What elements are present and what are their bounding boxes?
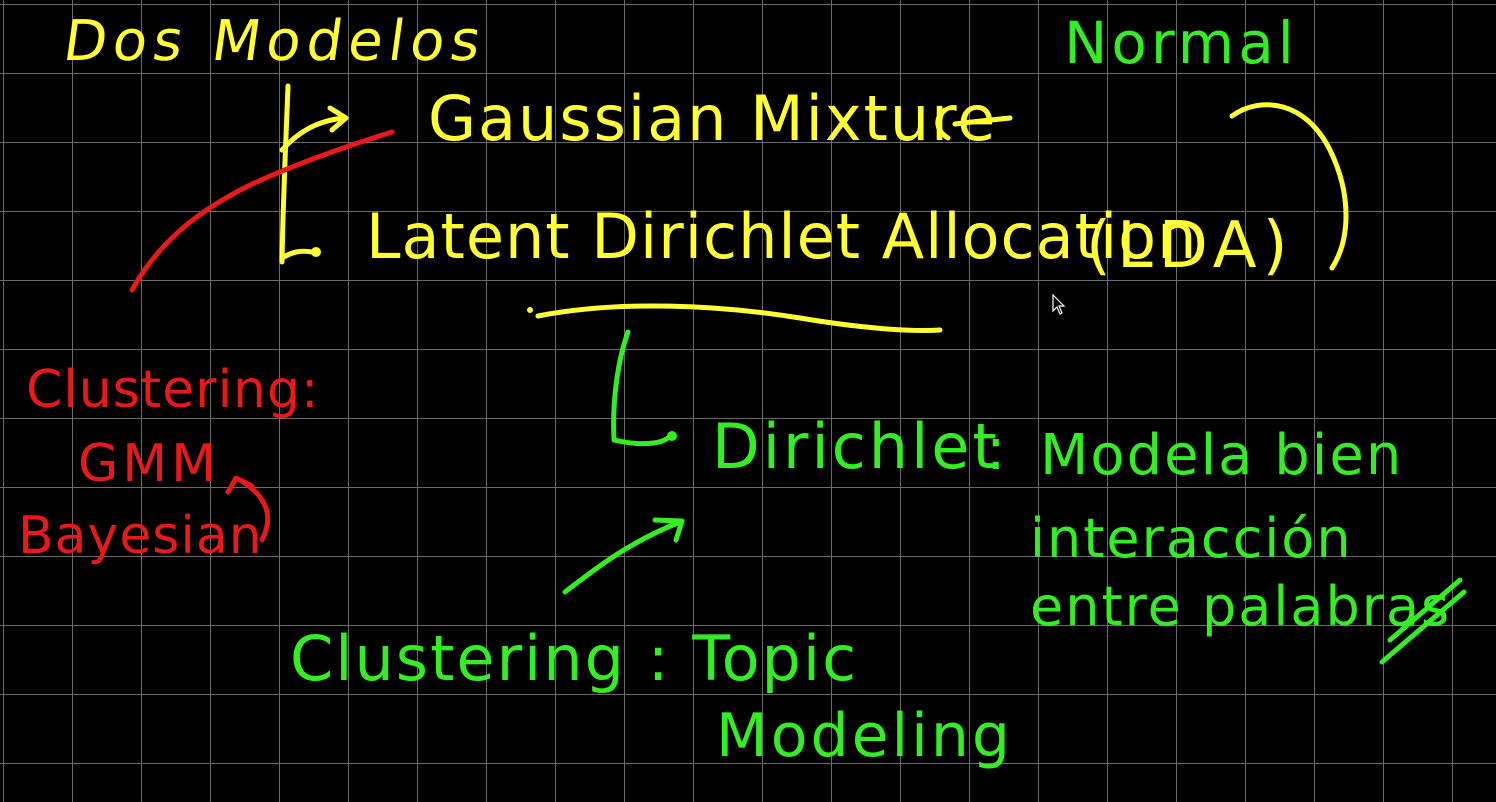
green-diagonal-arrow: [562, 517, 685, 595]
red-up-arrow: [225, 475, 271, 543]
red-clustering: Clustering:: [26, 360, 320, 420]
label-lda-abbrev: (LDA): [1086, 209, 1294, 283]
label-latent-dirichlet-allocation: Latent Dirichlet Allocation: [366, 200, 1198, 273]
mouse-cursor-icon: [1052, 294, 1066, 315]
label-colon: :: [986, 415, 1006, 483]
label-dirichlet: Dirichlet: [712, 410, 1000, 483]
lda-branch-dot: [311, 247, 321, 257]
normal-arrow: [935, 107, 1013, 141]
label-normal: Normal: [1064, 9, 1298, 77]
label-clustering-topic: Clustering : Topic: [290, 622, 859, 695]
label-gaussian-mixture: Gaussian Mixture: [428, 82, 998, 155]
tree-bracket-stroke: [279, 83, 291, 265]
dirichlet-underline: [535, 303, 943, 333]
note-modela-bien: Modela bien: [1040, 423, 1404, 488]
heading-dos-modelos: Dos Modelos: [59, 9, 491, 74]
red-link-curve: [129, 129, 395, 293]
lda-branch-hook: [279, 248, 315, 261]
label-modeling: Modeling: [716, 701, 1013, 771]
red-gmm: GMM: [78, 434, 221, 494]
double-slash-mark: [1379, 577, 1467, 665]
right-brace: [1229, 102, 1349, 271]
red-bayesian: Bayesian: [18, 506, 263, 566]
gmm-branch-arrow: [279, 105, 349, 153]
dirichlet-branch-hook: [611, 329, 671, 447]
note-entre-palabras: entre palabras: [1030, 575, 1452, 638]
note-interaccion: interacción: [1030, 507, 1353, 570]
